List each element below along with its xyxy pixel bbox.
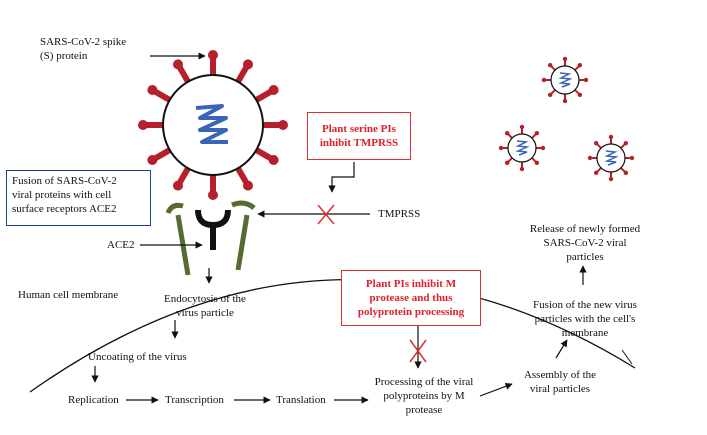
spike-proteins	[138, 50, 288, 200]
small-virus	[587, 134, 635, 182]
spike-head	[534, 160, 540, 166]
inhibition-cross-m-protease	[409, 339, 427, 363]
small-virus-group	[498, 56, 635, 182]
serine-pi-callout: Plant serine PIs inhibit TMPRSS	[307, 112, 411, 160]
fusion-new-label: Fusion of the new virus particles with t…	[533, 299, 637, 339]
fusion-receptor-box: Fusion of SARS-CoV-2 viral proteins with…	[6, 170, 151, 226]
spike-head	[147, 85, 158, 95]
spike-head	[587, 155, 593, 161]
spike-head	[534, 130, 540, 136]
small-virus	[541, 56, 589, 104]
ace2-receptor	[195, 209, 231, 229]
spike-head	[268, 155, 279, 165]
m-protease-callout: Plant PIs inhibit M protease and thus po…	[341, 270, 481, 326]
tmprss-receptor-left	[165, 202, 191, 276]
spike-head	[173, 180, 183, 191]
spike-head	[608, 176, 614, 182]
tmprss-receptor-right	[231, 200, 256, 271]
uncoating-label: Uncoating of the virus	[88, 351, 187, 363]
spike-head	[147, 155, 158, 165]
release-label: Release of newly formed SARS-CoV-2 viral…	[529, 223, 641, 263]
spike-head	[593, 170, 599, 176]
spike-head	[547, 92, 553, 98]
small-viral-rna	[604, 150, 619, 166]
small-viral-rna	[515, 140, 530, 156]
spike-head	[504, 130, 510, 136]
viral-rna	[195, 104, 228, 144]
spike-head	[541, 77, 547, 83]
assembly-label: Assembly of the viral particles	[523, 369, 597, 395]
transcription-label: Transcription	[165, 394, 224, 406]
spike-head	[138, 120, 148, 130]
tmprss-label: TMPRSS	[378, 208, 421, 220]
spike-head	[519, 166, 525, 172]
spike-head	[243, 59, 253, 70]
spike-head	[593, 140, 599, 146]
spike-head	[562, 98, 568, 104]
ace2-label: ACE2	[107, 239, 135, 251]
replication-label: Replication	[68, 394, 119, 406]
spike-head	[208, 190, 218, 200]
membrane-label: Human cell membrane	[18, 289, 119, 301]
spike-head	[577, 62, 583, 68]
spike-head	[540, 145, 546, 151]
large-virus	[138, 50, 288, 200]
membrane-end-mark	[621, 349, 633, 365]
inhibition-cross-tmprss	[317, 204, 335, 225]
cell-membrane-arc	[29, 279, 636, 393]
spike-head	[583, 77, 589, 83]
spike-head	[519, 124, 525, 130]
spike-head	[547, 62, 553, 68]
small-virus-envelope	[507, 133, 537, 163]
spike-head	[278, 120, 288, 130]
spike-head	[173, 59, 183, 70]
processing-label: Processing of the viral polyproteins by …	[374, 376, 474, 416]
spike-head	[623, 170, 629, 176]
small-virus	[498, 124, 546, 172]
spike-head	[562, 56, 568, 62]
spike-head	[608, 134, 614, 140]
spike-protein-label: SARS-CoV-2 spike (S) protein	[40, 36, 127, 62]
translation-label: Translation	[276, 394, 326, 406]
small-virus-envelope	[550, 65, 580, 95]
arrow-to-fusion	[555, 339, 568, 359]
spike-head	[629, 155, 635, 161]
spike-head	[208, 50, 218, 60]
spike-head	[504, 160, 510, 166]
arrow-to-assembly	[479, 382, 513, 397]
spike-head	[623, 140, 629, 146]
small-viral-rna	[558, 72, 573, 88]
spike-head	[498, 145, 504, 151]
spike-head	[243, 180, 253, 191]
endocytosis-label: Endocytosis of the virus particle	[164, 293, 246, 319]
spike-head	[268, 85, 279, 95]
arrow-serine-pi	[328, 162, 355, 193]
spike-head	[577, 92, 583, 98]
small-virus-envelope	[596, 143, 626, 173]
